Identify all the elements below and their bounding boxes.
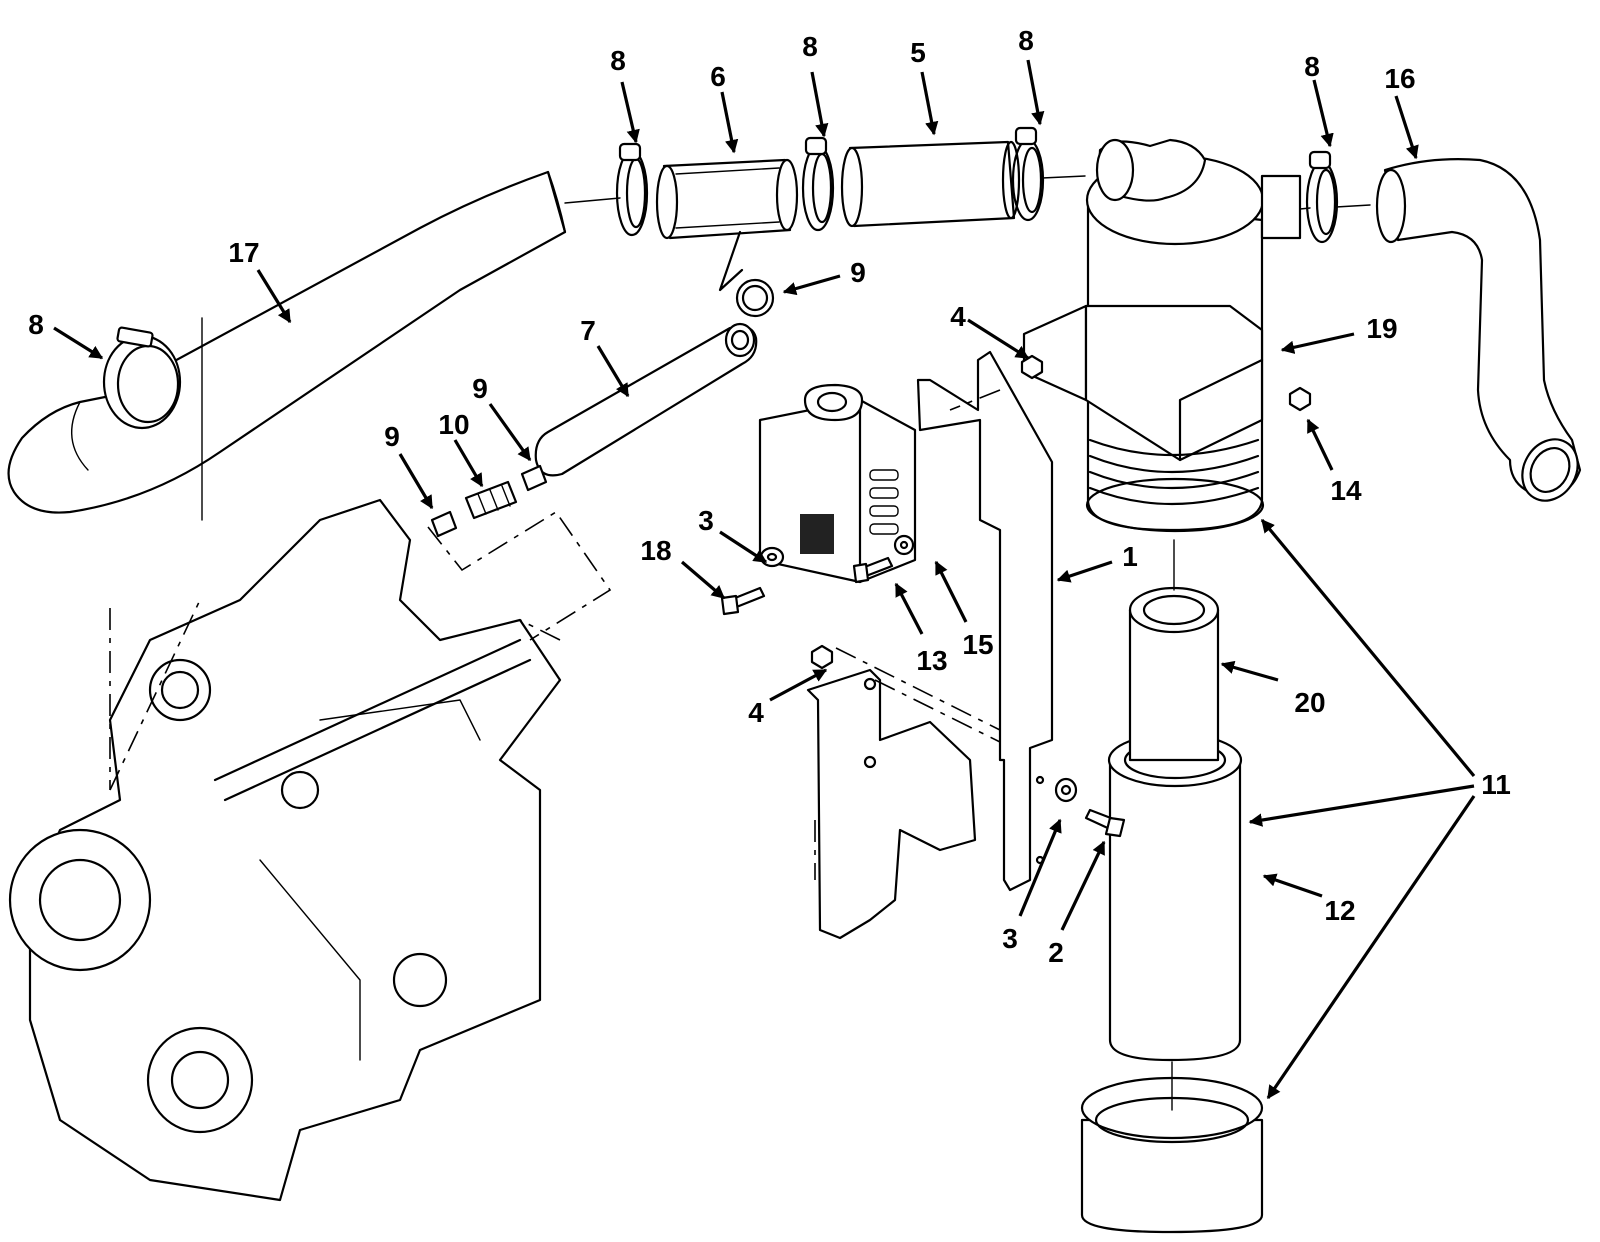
callout-5: 5 — [910, 37, 926, 68]
callout-7: 7 — [580, 315, 596, 346]
hose-clamp-8-a — [615, 142, 649, 237]
clamp-9-small-a — [430, 510, 458, 538]
connector-10 — [464, 480, 518, 520]
callout-9: 9 — [850, 257, 866, 288]
hardware — [720, 354, 1312, 838]
callout-13: 13 — [916, 645, 947, 676]
callout-6: 6 — [710, 61, 726, 92]
callout-18: 18 — [640, 535, 671, 566]
callout-14: 14 — [1330, 475, 1362, 506]
leader-zigzag — [718, 230, 744, 292]
breather-hose-7 — [534, 322, 758, 477]
callout-15: 15 — [962, 629, 993, 660]
callout-10: 10 — [438, 409, 469, 440]
callout-4: 4 — [748, 697, 764, 728]
hose-clamp-8-c — [1011, 126, 1045, 222]
callout-19: 19 — [1366, 313, 1397, 344]
hose-clamp-8-left — [102, 326, 182, 430]
lower-bracket — [806, 668, 977, 940]
clamp-9-small-b — [520, 464, 548, 492]
air-cleaner-housing-19 — [1022, 138, 1302, 533]
callout-8: 8 — [1304, 51, 1320, 82]
callout-9: 9 — [472, 373, 488, 404]
intake-hose-17 — [7, 170, 567, 521]
callout-3: 3 — [698, 505, 714, 536]
callout-17: 17 — [228, 237, 259, 268]
hose-clamp-9-top — [735, 278, 775, 318]
coolant-reservoir — [758, 383, 917, 584]
callout-16: 16 — [1384, 63, 1415, 94]
leader-arrows — [53, 59, 1476, 1100]
hose-clamp-8-b — [801, 136, 835, 232]
callout-8: 8 — [1018, 25, 1034, 56]
callout-1: 1 — [1122, 541, 1138, 572]
callout-20: 20 — [1294, 687, 1325, 718]
callout-8: 8 — [28, 309, 44, 340]
outlet-elbow-16 — [1375, 158, 1582, 502]
outer-filter-element-12 — [1107, 732, 1243, 1062]
callout-8: 8 — [802, 31, 818, 62]
dust-cup-11 — [1080, 1061, 1264, 1234]
callout-11: 11 — [1481, 769, 1511, 800]
dash-guide-lines — [109, 389, 1001, 880]
coupler-6 — [655, 158, 799, 240]
tube-5 — [840, 140, 1021, 228]
callout-labels: 8 6 8 5 8 8 16 17 8 9 7 4 19 9 10 9 14 1… — [28, 25, 1511, 968]
callout-2: 2 — [1048, 937, 1064, 968]
callout-12: 12 — [1324, 895, 1355, 926]
hose-clamp-8-d — [1305, 150, 1339, 244]
callout-3: 3 — [1002, 923, 1018, 954]
inner-filter-element-20 — [1128, 586, 1220, 762]
callout-4: 4 — [950, 301, 966, 332]
callout-9: 9 — [384, 421, 400, 452]
engine-assembly — [8, 498, 562, 1202]
callout-8: 8 — [610, 45, 626, 76]
